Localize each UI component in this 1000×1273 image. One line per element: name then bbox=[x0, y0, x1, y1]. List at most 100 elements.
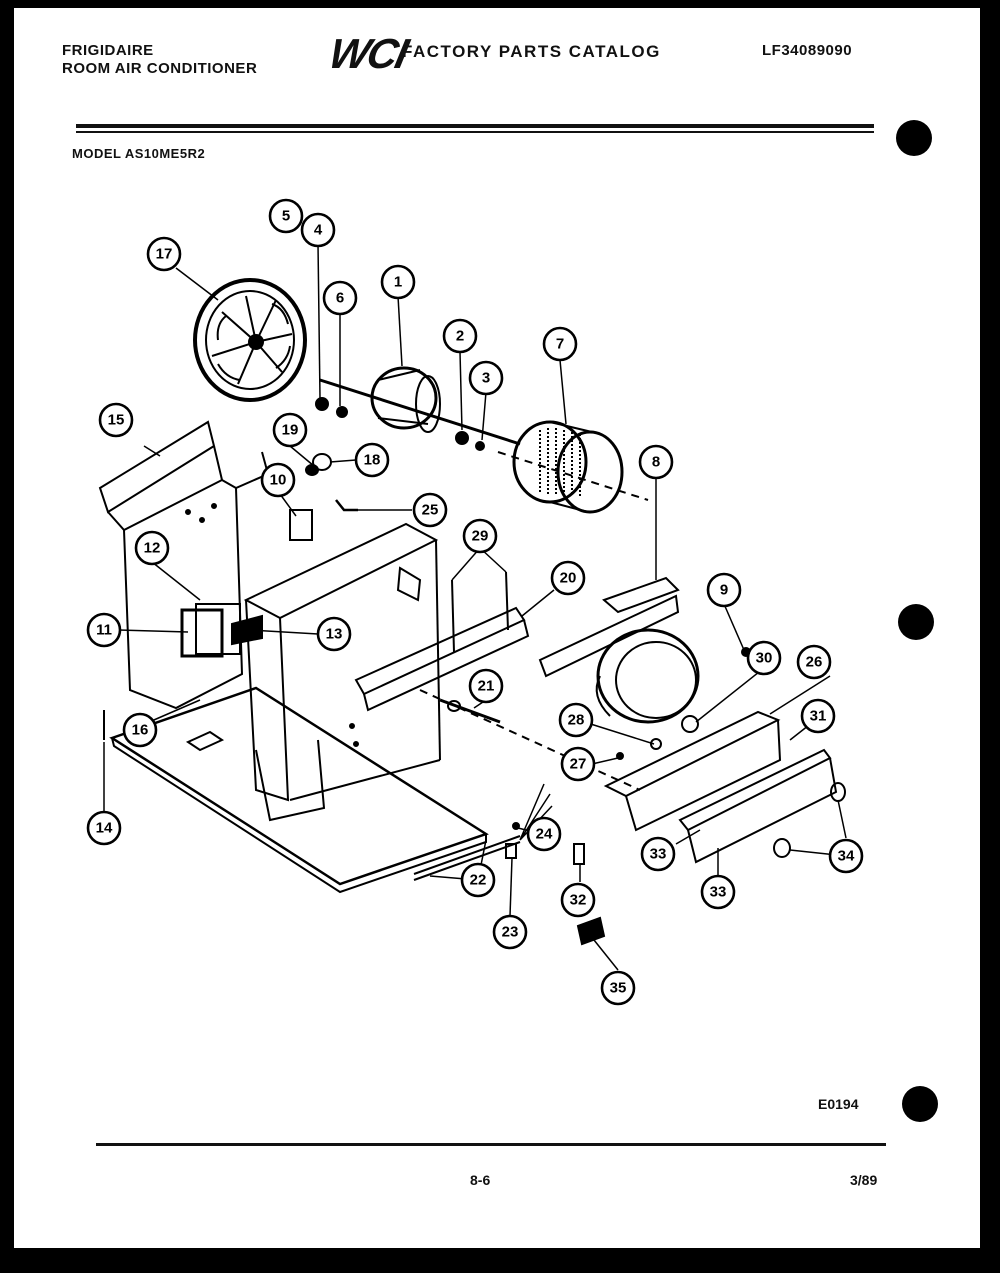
product-name: ROOM AIR CONDITIONER bbox=[62, 60, 258, 77]
svg-text:21: 21 bbox=[478, 678, 495, 695]
svg-text:17: 17 bbox=[156, 246, 173, 263]
leader-lines bbox=[103, 243, 847, 971]
svg-text:8: 8 bbox=[652, 454, 660, 471]
svg-text:33: 33 bbox=[710, 884, 727, 901]
motor-icon bbox=[315, 366, 521, 451]
svg-text:35: 35 bbox=[610, 980, 627, 997]
svg-text:28: 28 bbox=[568, 712, 585, 729]
svg-text:15: 15 bbox=[108, 412, 125, 429]
drawing-code: E0194 bbox=[818, 1096, 859, 1112]
revision-date: 3/89 bbox=[850, 1172, 878, 1188]
svg-text:3: 3 bbox=[482, 370, 490, 387]
callout-2: 2 bbox=[442, 318, 478, 354]
svg-text:18: 18 bbox=[364, 452, 381, 469]
callout-24: 24 bbox=[526, 816, 562, 852]
control-bracket-icon bbox=[419, 689, 846, 864]
binder-hole-top bbox=[896, 120, 932, 156]
svg-text:19: 19 bbox=[282, 422, 299, 439]
blower-wheel-icon bbox=[512, 420, 624, 514]
svg-text:29: 29 bbox=[472, 528, 489, 545]
svg-text:9: 9 bbox=[720, 582, 728, 599]
header-rule-bottom bbox=[76, 131, 874, 133]
callout-7: 7 bbox=[542, 326, 578, 362]
svg-text:11: 11 bbox=[96, 622, 112, 639]
brand-name: FRIGIDAIRE bbox=[62, 42, 154, 59]
callout-22a: 22 bbox=[460, 862, 496, 898]
callout-5: 5 bbox=[268, 198, 304, 234]
svg-text:4: 4 bbox=[314, 222, 323, 239]
callout-34: 34 bbox=[828, 838, 864, 874]
svg-text:12: 12 bbox=[144, 540, 161, 557]
header-rule-top bbox=[76, 124, 874, 128]
callout-25: 25 bbox=[412, 492, 448, 528]
svg-text:2: 2 bbox=[456, 328, 464, 345]
callout-4: 4 bbox=[300, 212, 336, 248]
callout-31: 31 bbox=[800, 698, 836, 734]
callout-9: 9 bbox=[706, 572, 742, 608]
binder-hole-middle bbox=[898, 604, 934, 640]
callout-15: 15 bbox=[98, 402, 134, 438]
fan-scroll-icon bbox=[538, 576, 751, 724]
condenser-fan-icon bbox=[193, 278, 307, 402]
callout-11: 11 bbox=[86, 612, 122, 648]
svg-text:7: 7 bbox=[556, 336, 564, 353]
svg-text:32: 32 bbox=[570, 892, 587, 909]
callout-33a: 33 bbox=[640, 836, 676, 872]
catalog-title: FACTORY PARTS CATALOG bbox=[402, 42, 661, 61]
callout-14: 14 bbox=[86, 810, 122, 846]
svg-text:10: 10 bbox=[270, 472, 287, 489]
page-number: 8-6 bbox=[470, 1172, 491, 1188]
bulkhead-icon bbox=[243, 522, 441, 822]
svg-text:25: 25 bbox=[422, 502, 439, 519]
svg-text:14: 14 bbox=[96, 820, 113, 837]
svg-text:6: 6 bbox=[336, 290, 344, 307]
svg-text:24: 24 bbox=[536, 826, 553, 843]
callout-10: 10 bbox=[260, 462, 296, 498]
callout-12: 12 bbox=[134, 530, 170, 566]
callout-13: 13 bbox=[316, 616, 352, 652]
housing-icon bbox=[98, 420, 270, 710]
binder-hole-bottom bbox=[902, 1086, 938, 1122]
callout-35: 35 bbox=[600, 970, 636, 1006]
callout-32: 32 bbox=[560, 882, 596, 918]
svg-text:22: 22 bbox=[470, 872, 487, 889]
callout-20: 20 bbox=[550, 560, 586, 596]
svg-text:33: 33 bbox=[650, 846, 667, 863]
catalog-number: LF34089090 bbox=[762, 42, 853, 59]
callout-8: 8 bbox=[638, 444, 674, 480]
callout-16: 16 bbox=[122, 712, 158, 748]
svg-text:27: 27 bbox=[570, 756, 587, 773]
callout-26: 26 bbox=[796, 644, 832, 680]
callout-17: 17 bbox=[146, 236, 182, 272]
svg-text:20: 20 bbox=[560, 570, 577, 587]
footer-rule bbox=[96, 1143, 886, 1146]
model-number: MODEL AS10ME5R2 bbox=[72, 146, 206, 161]
callout-33b: 33 bbox=[700, 874, 736, 910]
small-hardware-icon bbox=[289, 453, 358, 541]
svg-text:26: 26 bbox=[806, 654, 823, 671]
callout-27: 27 bbox=[560, 746, 596, 782]
svg-text:30: 30 bbox=[756, 650, 773, 667]
callout-18: 18 bbox=[354, 442, 390, 478]
callout-19: 19 bbox=[272, 412, 308, 448]
svg-text:23: 23 bbox=[502, 924, 519, 941]
svg-text:31: 31 bbox=[810, 708, 827, 725]
callout-1: 1 bbox=[380, 264, 416, 300]
svg-text:5: 5 bbox=[282, 208, 290, 225]
svg-text:13: 13 bbox=[326, 626, 343, 643]
bracket-icon bbox=[354, 571, 530, 712]
callout-3: 3 bbox=[468, 360, 504, 396]
callout-28: 28 bbox=[558, 702, 594, 738]
base-pan-icon bbox=[109, 686, 489, 894]
callout-21: 21 bbox=[468, 668, 504, 704]
callout-6: 6 bbox=[322, 280, 358, 316]
callout-30: 30 bbox=[746, 640, 782, 676]
svg-text:1: 1 bbox=[394, 274, 402, 291]
svg-text:34: 34 bbox=[838, 848, 855, 865]
svg-text:16: 16 bbox=[132, 722, 149, 739]
catalog-page bbox=[14, 8, 980, 1248]
callout-29: 29 bbox=[462, 518, 498, 554]
callout-23: 23 bbox=[492, 914, 528, 950]
wiring-icon bbox=[413, 783, 606, 946]
